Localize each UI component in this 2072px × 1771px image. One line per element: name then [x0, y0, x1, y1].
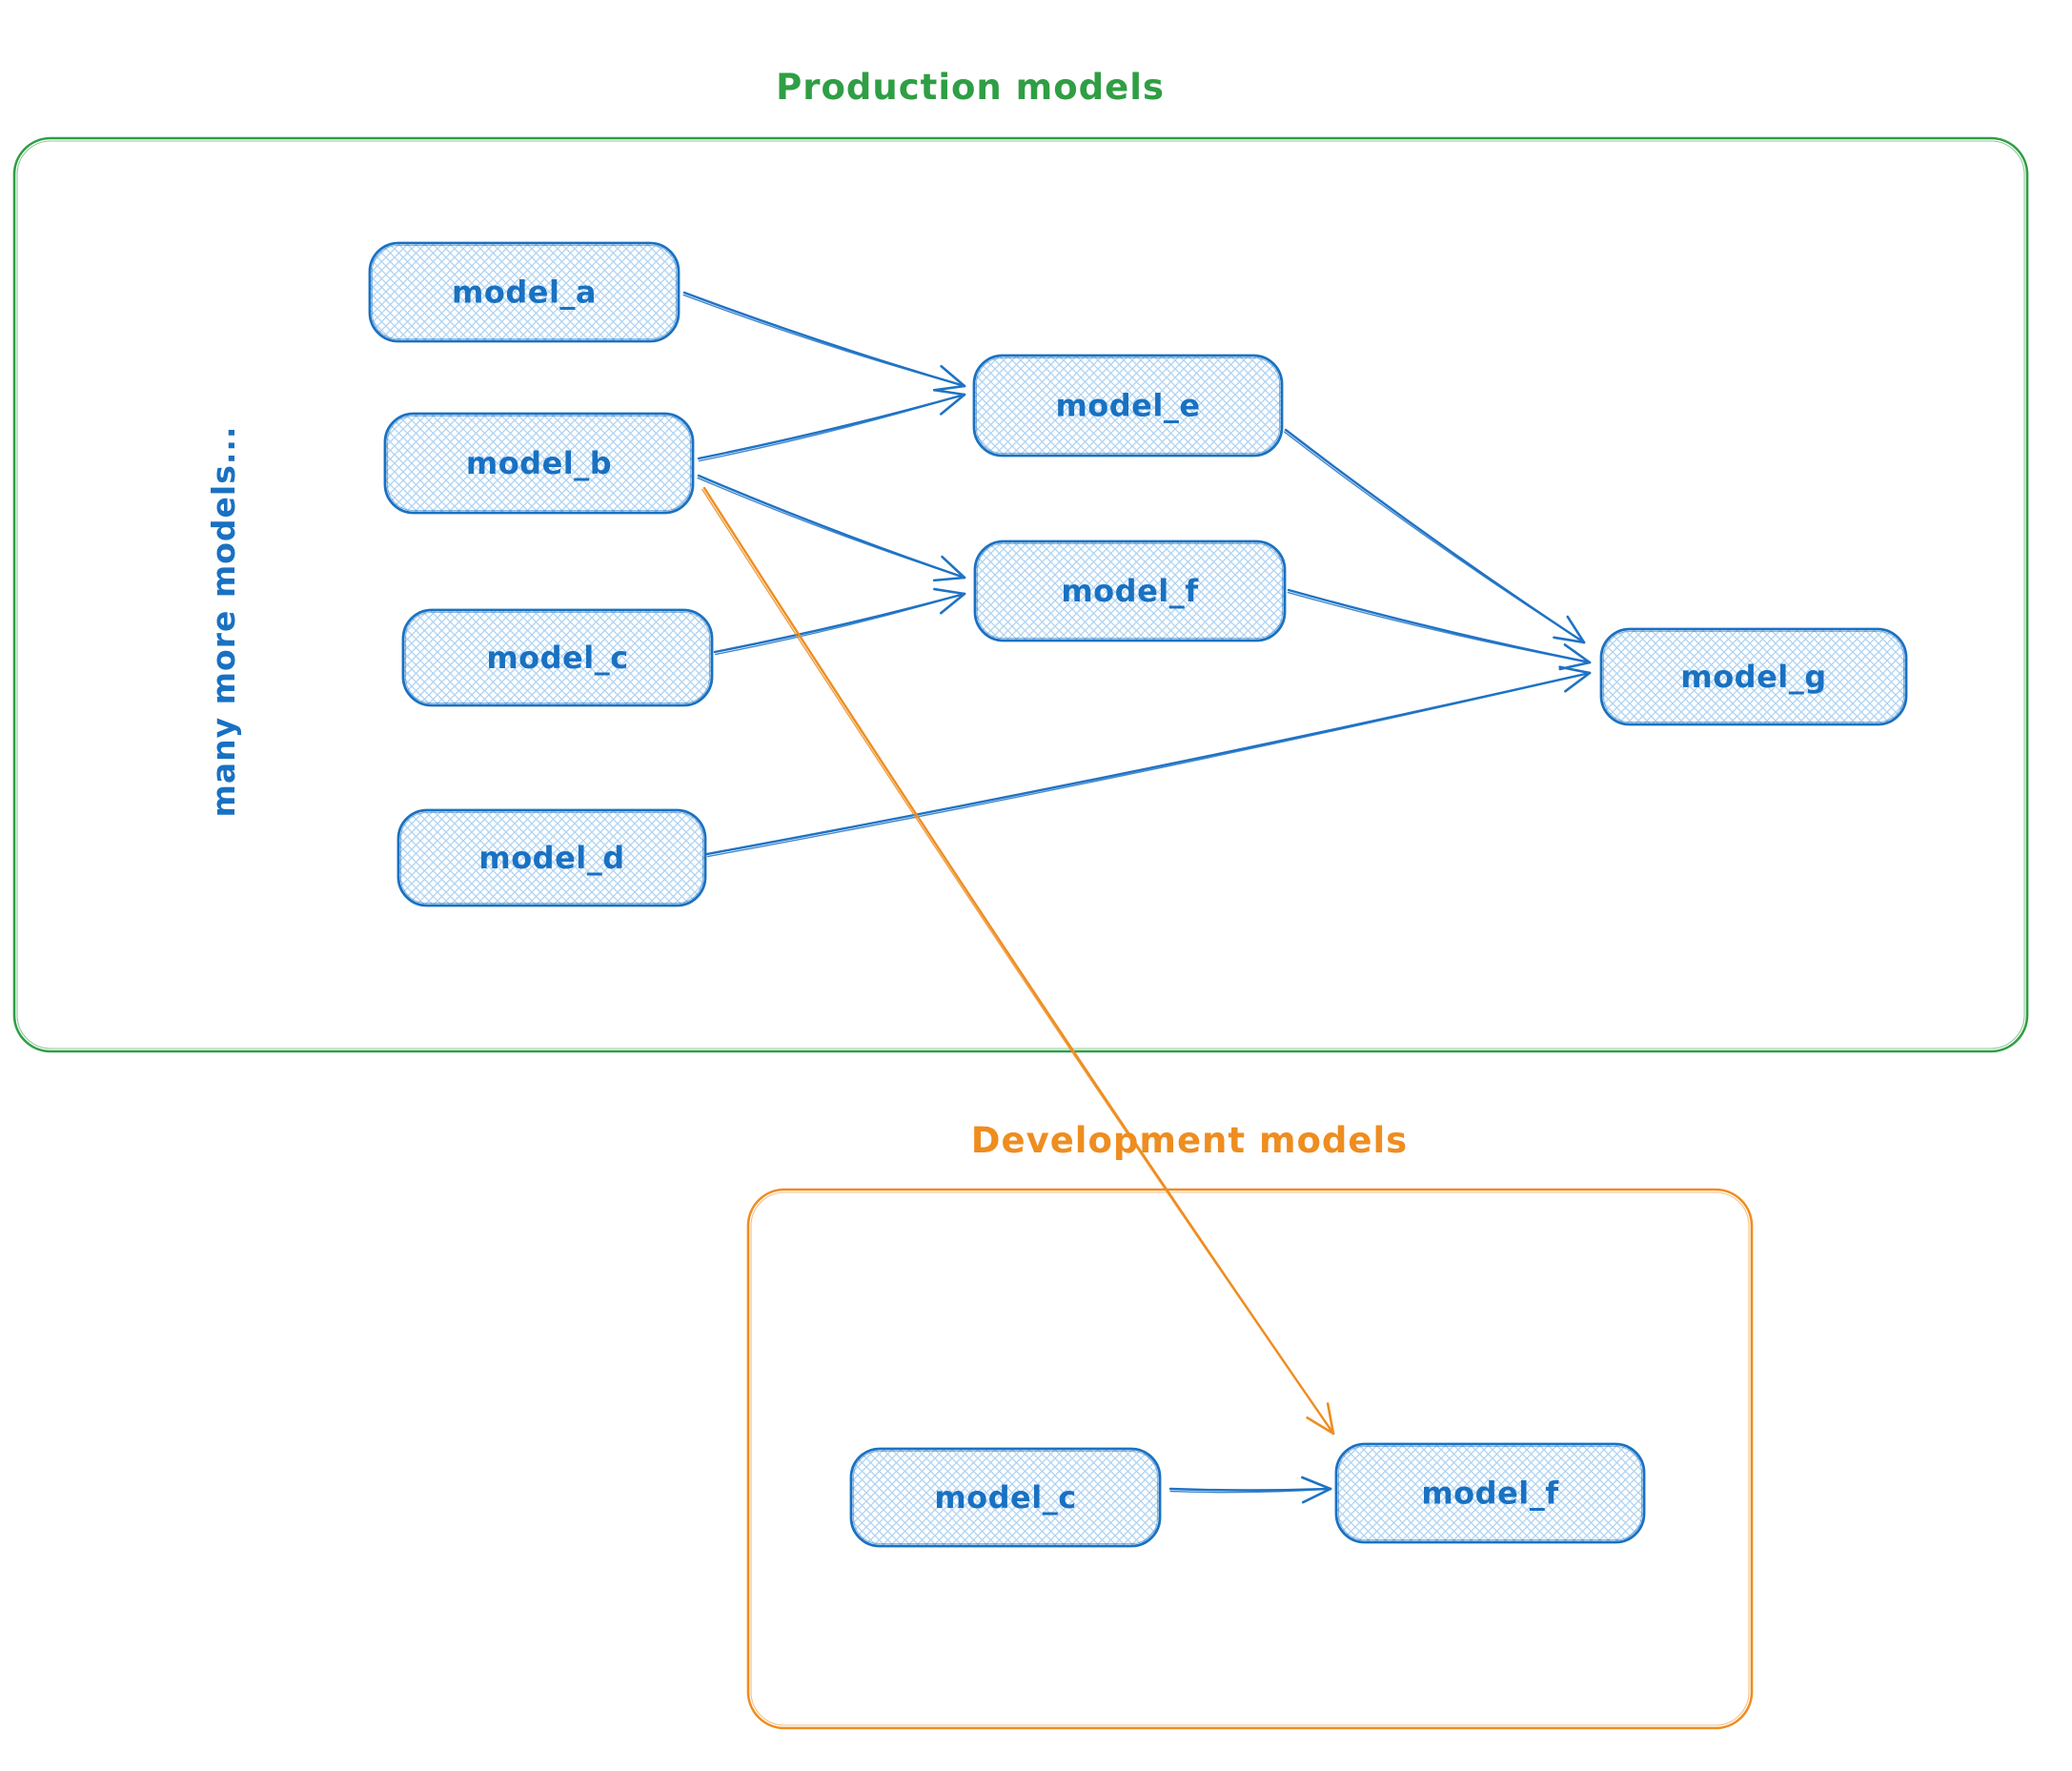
node-box-model_c_dev	[849, 1447, 1162, 1548]
edge-model_e-to-model_g	[1283, 428, 1586, 644]
node-model_c: model_c	[401, 608, 714, 707]
container-border-production	[12, 136, 2029, 1053]
node-model_d: model_d	[396, 808, 707, 907]
node-box-inner-model_e	[975, 356, 1281, 455]
node-label-model_f: model_f	[1061, 573, 1199, 609]
edge-model_b-to-model_e	[697, 388, 966, 462]
node-model_f_dev: model_f	[1334, 1442, 1646, 1544]
node-box-inner-model_c	[404, 611, 711, 704]
edge-model_d-to-model_g	[705, 665, 1592, 858]
node-model_f: model_f	[973, 539, 1287, 642]
node-label-model_f_dev: model_f	[1421, 1476, 1559, 1512]
node-box-inner-model_d	[399, 811, 704, 905]
node-box-inner-model_a	[371, 244, 678, 340]
edge-model_c_dev-to-model_f_dev	[1168, 1476, 1332, 1504]
edge-model_f-to-model_g	[1287, 588, 1592, 671]
node-box-model_d	[396, 808, 707, 907]
container-development: Development models	[746, 1120, 1754, 1730]
node-model_e: model_e	[972, 354, 1284, 458]
node-model_b: model_b	[383, 412, 695, 515]
node-model_c_dev: model_c	[849, 1447, 1162, 1548]
edge-model_b-to-model_f	[697, 474, 966, 582]
node-label-model_a: model_a	[452, 275, 597, 311]
nodes-layer: model_a model_b model_c model_d model_emodel…	[368, 241, 1908, 1548]
node-box-model_f_dev	[1334, 1442, 1646, 1544]
node-box-model_g	[1599, 627, 1908, 726]
container-title-production: Production models	[776, 67, 1165, 108]
node-box-inner-model_c_dev	[852, 1450, 1159, 1545]
edge-model_a-to-model_e	[682, 291, 966, 392]
container-border-inner-production	[16, 140, 2025, 1049]
node-box-inner-model_f	[976, 542, 1284, 640]
edges-layer	[682, 291, 1592, 1504]
node-label-model_g: model_g	[1680, 659, 1826, 695]
edge-model_c-to-model_f	[713, 587, 966, 656]
node-label-model_c: model_c	[486, 640, 628, 676]
node-box-inner-model_f_dev	[1337, 1445, 1643, 1541]
node-label-model_c_dev: model_c	[934, 1479, 1076, 1516]
node-label-model_b: model_b	[466, 445, 612, 481]
node-model_g: model_g	[1599, 627, 1908, 726]
container-border-inner-development	[750, 1191, 1750, 1726]
container-title-development: Development models	[971, 1120, 1408, 1161]
node-box-model_a	[368, 241, 681, 343]
node-box-model_b	[383, 412, 695, 515]
edge-model_b-to-model_f_dev	[701, 486, 1335, 1435]
node-label-model_d: model_d	[478, 840, 624, 876]
container-production: Production models	[12, 67, 2029, 1053]
node-label-model_e: model_e	[1055, 388, 1200, 424]
node-box-model_f	[973, 539, 1287, 642]
node-box-inner-model_b	[386, 415, 692, 512]
container-border-development	[746, 1188, 1754, 1730]
node-box-inner-model_g	[1602, 630, 1905, 723]
node-model_a: model_a	[368, 241, 681, 343]
node-box-model_c	[401, 608, 714, 707]
many-more-models-note: many more models...	[205, 426, 242, 818]
node-box-model_e	[972, 354, 1284, 458]
